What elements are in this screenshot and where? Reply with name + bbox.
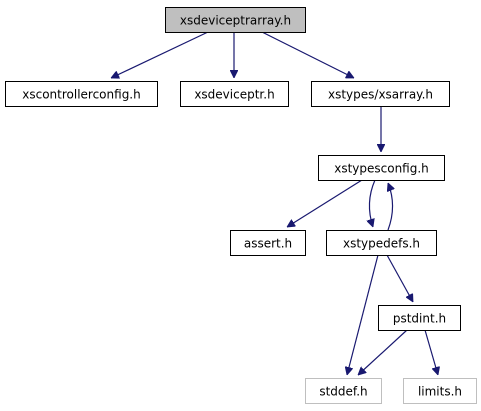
node-label-typesconfig: xstypesconfig.h (334, 162, 429, 176)
node-label-stddef: stddef.h (319, 385, 367, 399)
node-box-deviceptr (180, 81, 289, 107)
node-box-root (165, 7, 306, 33)
node-box-pstdint (378, 305, 461, 331)
node-label-root: xsdeviceptrarray.h (180, 14, 291, 28)
node-stddef: stddef.h (305, 378, 382, 404)
node-xsarray[interactable]: xstypes/xsarray.h (311, 81, 450, 107)
edge-pstdint-to-stddef (358, 329, 408, 375)
edge-typedefs-to-typesconfig (388, 183, 393, 231)
node-box-assert (230, 230, 306, 256)
node-label-pstdint: pstdint.h (393, 312, 446, 326)
edge-typesconfig-to-assert (287, 179, 363, 228)
edge-typesconfig-to-typedefs (369, 179, 376, 227)
node-box-typedefs (326, 230, 437, 256)
edges-layer (111, 31, 438, 375)
nodes-layer: xsdeviceptrarray.h xscontrollerconfig.h xs… (5, 7, 477, 404)
node-root[interactable]: xsdeviceptrarray.h (165, 7, 306, 33)
node-box-typesconfig (318, 155, 445, 181)
node-box-xsarray (311, 81, 450, 107)
node-controllerconfig[interactable]: xscontrollerconfig.h (5, 81, 158, 107)
node-assert[interactable]: assert.h (230, 230, 306, 256)
edge-root-to-controllerconfig (111, 31, 209, 78)
node-label-xsarray: xstypes/xsarray.h (328, 88, 433, 102)
node-box-limits (403, 378, 477, 404)
edge-typedefs-to-stddef (347, 254, 379, 375)
node-deviceptr[interactable]: xsdeviceptr.h (180, 81, 289, 107)
node-label-controllerconfig: xscontrollerconfig.h (22, 88, 140, 102)
node-label-typedefs: xstypedefs.h (343, 237, 420, 251)
node-box-controllerconfig (5, 81, 158, 107)
node-label-assert: assert.h (244, 237, 292, 251)
edge-typedefs-to-pstdint (386, 254, 414, 302)
edge-root-to-xsarray (261, 31, 354, 79)
node-label-deviceptr: xsdeviceptr.h (194, 88, 274, 102)
node-typedefs[interactable]: xstypedefs.h (326, 230, 437, 256)
node-box-stddef (305, 378, 382, 404)
node-pstdint[interactable]: pstdint.h (378, 305, 461, 331)
node-limits: limits.h (403, 378, 477, 404)
node-typesconfig[interactable]: xstypesconfig.h (318, 155, 445, 181)
edge-pstdint-to-limits (424, 329, 438, 375)
node-label-limits: limits.h (418, 385, 462, 399)
